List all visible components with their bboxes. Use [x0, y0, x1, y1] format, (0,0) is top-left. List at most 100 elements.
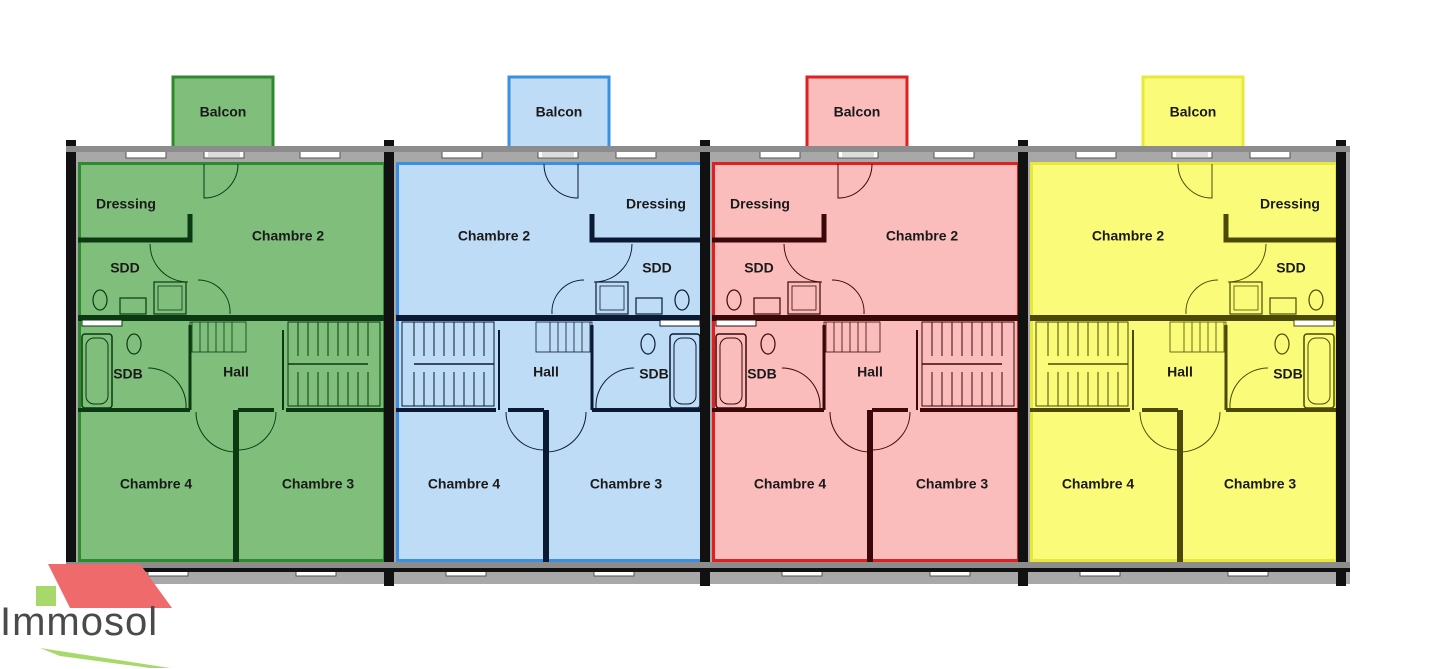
- toilet: [640, 333, 656, 355]
- door-swing: [1185, 279, 1219, 315]
- toilet: [726, 289, 742, 311]
- label-left_room: Chambre 4: [754, 476, 827, 492]
- bathtub: [715, 333, 747, 409]
- door-swing: [551, 279, 585, 315]
- label-sdd: SDD: [744, 260, 774, 276]
- door-swing: [147, 367, 187, 409]
- party-wall: [1018, 140, 1028, 586]
- label-left_room: Chambre 4: [120, 476, 193, 492]
- label-chambre2: Chambre 2: [886, 228, 959, 244]
- hall-window: [659, 319, 701, 327]
- unit-floor: [78, 162, 386, 562]
- interior-wall: [589, 214, 704, 243]
- stair-rail-frame: [823, 321, 881, 353]
- bathtub-inner: [85, 337, 109, 405]
- door-swing: [203, 163, 239, 199]
- logo-green-swoosh: [40, 648, 170, 668]
- sink: [753, 297, 781, 315]
- interior-wall: [712, 214, 827, 243]
- door-swing: [783, 243, 823, 283]
- shower-tray: [1233, 285, 1259, 311]
- party-wall: [66, 140, 76, 586]
- label-left_room: Chambre 3: [590, 476, 663, 492]
- hall-window: [81, 319, 123, 327]
- unit-red-geometry: [712, 75, 1020, 577]
- door-swing: [781, 367, 821, 409]
- label-hall: Hall: [857, 364, 883, 380]
- south-wall-line: [66, 568, 1350, 572]
- label-hall: Hall: [1167, 364, 1193, 380]
- label-hall: Hall: [223, 364, 249, 380]
- party-wall: [384, 140, 394, 586]
- door-swing: [237, 411, 277, 451]
- toilet: [92, 289, 108, 311]
- hall-window: [715, 319, 757, 327]
- unit-floor: [1030, 162, 1338, 562]
- label-dressing: Dressing: [1260, 196, 1320, 212]
- door-swing: [505, 411, 545, 451]
- shower-tray: [599, 285, 625, 311]
- label-balcon: Balcon: [200, 104, 247, 120]
- label-sdb: SDB: [113, 366, 143, 382]
- shower: [153, 281, 187, 315]
- label-right_room: Chambre 4: [428, 476, 501, 492]
- balcony: [171, 75, 275, 151]
- door-swing: [543, 163, 579, 199]
- label-balcon: Balcon: [834, 104, 881, 120]
- unit-green-geometry: [78, 75, 386, 577]
- sink: [635, 297, 663, 315]
- label-balcon: Balcon: [1170, 104, 1217, 120]
- toilet: [1308, 289, 1324, 311]
- label-hall: Hall: [533, 364, 559, 380]
- north-wall: [66, 146, 1350, 152]
- label-sdb: SDB: [639, 366, 669, 382]
- door-swing: [1179, 411, 1221, 453]
- logo-green-square: [36, 586, 56, 606]
- door-swing: [1229, 367, 1269, 409]
- bathtub-inner: [719, 337, 743, 405]
- label-chambre2: Chambre 2: [458, 228, 531, 244]
- bathtub-inner: [673, 337, 697, 405]
- toilet: [760, 333, 776, 355]
- shower: [1229, 281, 1263, 315]
- door-swing: [149, 243, 189, 283]
- immosol-logo-text: Immosol: [0, 600, 159, 644]
- shower: [595, 281, 629, 315]
- label-balcon: Balcon: [536, 104, 583, 120]
- label-chambre2: Chambre 2: [1092, 228, 1165, 244]
- door-swing: [1139, 411, 1179, 451]
- stair-rail-frame: [1169, 321, 1227, 353]
- stair-rail-frame: [535, 321, 593, 353]
- shower-tray: [791, 285, 817, 311]
- unit-blue-geometry: [396, 75, 704, 577]
- bathtub-inner: [1307, 337, 1331, 405]
- toilet: [674, 289, 690, 311]
- interior-wall: [1223, 214, 1338, 243]
- label-sdd: SDD: [642, 260, 672, 276]
- immosol-logo-graphic: [36, 564, 172, 668]
- interior-wall: [78, 214, 193, 243]
- label-sdb: SDB: [1273, 366, 1303, 382]
- hall-window: [1293, 319, 1335, 327]
- bathtub: [1303, 333, 1335, 409]
- logo-roof-shape: [48, 564, 172, 608]
- door-swing: [1227, 243, 1267, 283]
- shower: [787, 281, 821, 315]
- toilet: [126, 333, 142, 355]
- toilet: [1274, 333, 1290, 355]
- door-swing: [829, 411, 871, 453]
- south-wall: [66, 562, 1350, 570]
- shower-tray: [157, 285, 183, 311]
- label-dressing: Dressing: [96, 196, 156, 212]
- label-right_room: Chambre 3: [916, 476, 989, 492]
- sink: [119, 297, 147, 315]
- label-sdd: SDD: [1276, 260, 1306, 276]
- door-swing: [545, 411, 587, 453]
- label-dressing: Dressing: [626, 196, 686, 212]
- label-right_room: Chambre 3: [282, 476, 355, 492]
- door-swing: [595, 367, 635, 409]
